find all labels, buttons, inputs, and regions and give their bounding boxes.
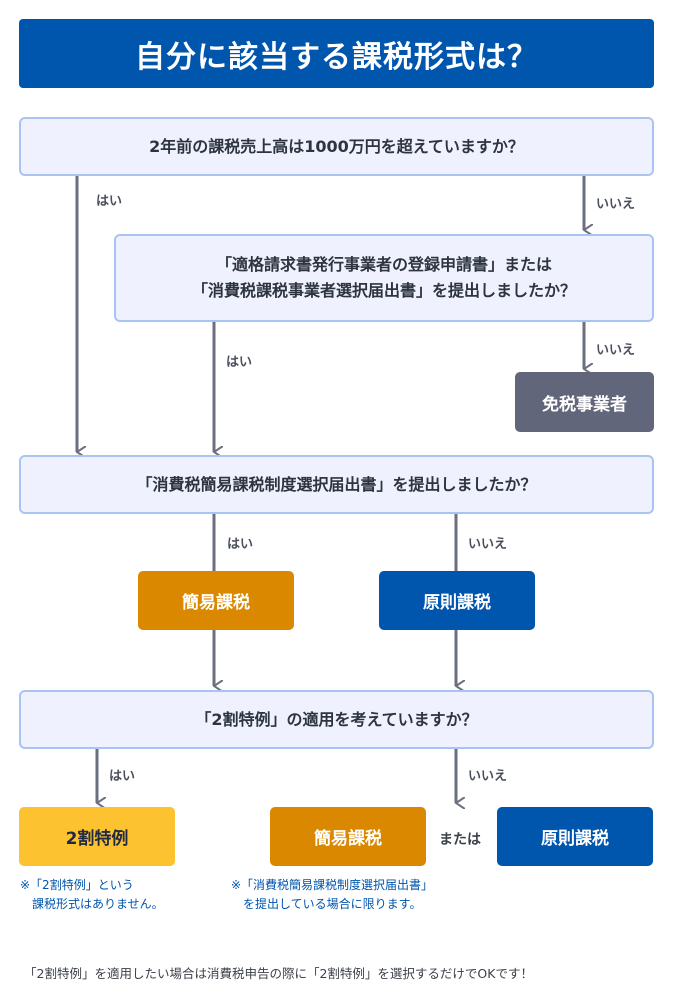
note-two-wari: ※「2割特例」という 課税形式はありません。: [20, 878, 164, 911]
label-or: または: [439, 832, 481, 848]
footer-note: 「2割特例」を適用したい場合は消費税申告の際に「2割特例」を選択するだけでOKで…: [24, 966, 533, 981]
label-no: いいえ: [596, 343, 636, 358]
label-no: いいえ: [596, 197, 636, 212]
label-yes: はい: [226, 355, 253, 370]
question-simplified-election: 「消費税簡易課税制度選択届出書」を提出しましたか？: [19, 455, 654, 514]
question-text: 2年前の課税売上高は1000万円を超えていますか？: [149, 136, 524, 156]
result-principle-final: 原則課税: [497, 807, 653, 866]
page-title: 自分に該当する課税形式は？: [19, 19, 654, 88]
question-sales-over-10m: 2年前の課税売上高は1000万円を超えていますか？: [19, 117, 654, 176]
label-yes: はい: [109, 769, 136, 784]
note-simplified: ※「消費税簡易課税制度選択届出書」 を提出している場合に限ります。: [231, 878, 434, 911]
label-yes: はい: [227, 537, 254, 552]
result-exempt-business: 免税事業者: [515, 372, 654, 432]
result-two-wari-tokurei: 2割特例: [19, 807, 175, 866]
question-text-line2: 「消費税課税事業者選択届出書」を提出しましたか？: [191, 281, 576, 300]
result-simplified-final: 簡易課税: [270, 807, 426, 866]
label-no: いいえ: [468, 769, 508, 784]
question-two-wari-tokurei: 「2割特例」の適用を考えていますか？: [19, 690, 654, 749]
label-no: いいえ: [468, 537, 508, 552]
result-principle-taxation: 原則課税: [379, 571, 535, 630]
question-text: 「2割特例」の適用を考えていますか？: [195, 709, 478, 729]
question-text: 「消費税簡易課税制度選択届出書」を提出しましたか？: [136, 474, 537, 494]
result-simplified-taxation: 簡易課税: [138, 571, 294, 630]
label-yes: はい: [96, 194, 123, 209]
question-text-line1: 「適格請求書発行事業者の登録申請書」または: [215, 255, 552, 275]
question-invoice-registration: 「適格請求書発行事業者の登録申請書」または 「消費税課税事業者選択届出書」を提出…: [114, 234, 654, 322]
